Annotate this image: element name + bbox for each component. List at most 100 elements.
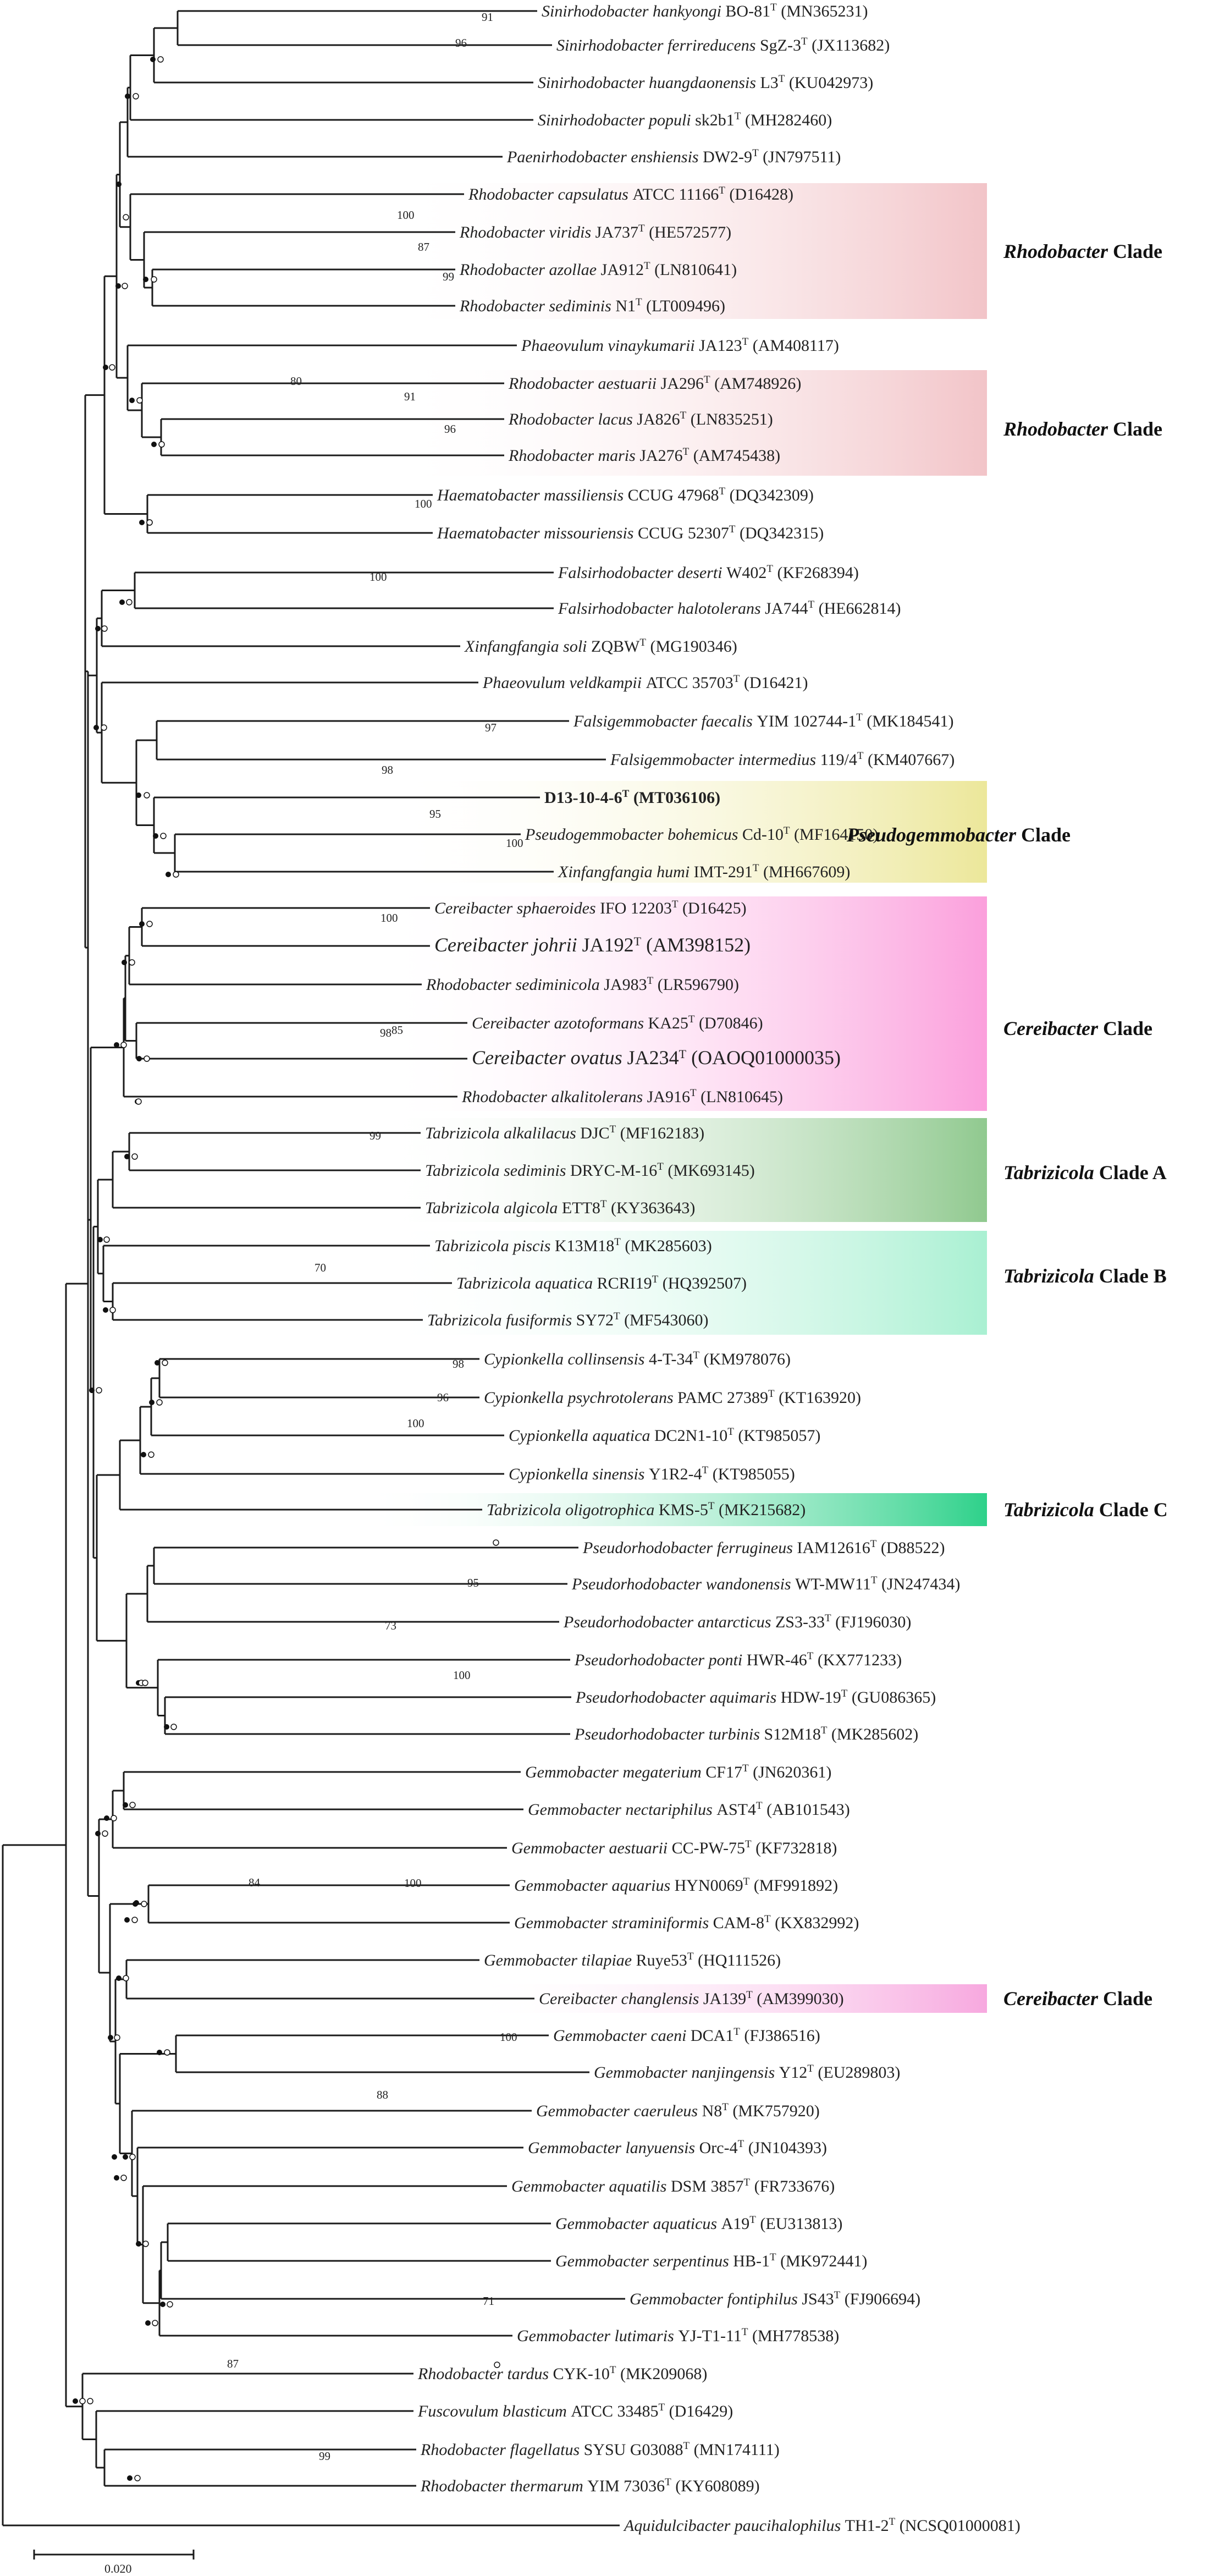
support-filled-circle-icon bbox=[124, 1154, 130, 1159]
support-open-circle-icon bbox=[87, 2398, 93, 2404]
taxon-label: Tabrizicola algicola ETT8T (KY363643) bbox=[425, 1198, 695, 1217]
clade-band-c4 bbox=[374, 896, 987, 1111]
bootstrap-value: 73 bbox=[385, 1619, 396, 1632]
taxon-label: Cereibacter johrii JA192T (AM398152) bbox=[434, 934, 751, 956]
bootstrap-value: 84 bbox=[249, 1876, 261, 1889]
support-filled-circle-icon bbox=[89, 1388, 95, 1393]
bootstrap-value: 100 bbox=[404, 1876, 422, 1890]
taxon-label: Rhodobacter aestuarii JA296T (AM748926) bbox=[508, 374, 801, 393]
support-filled-circle-icon bbox=[116, 181, 122, 187]
taxon-label: Sinirhodobacter hankyongi BO-81T (MN3652… bbox=[542, 2, 868, 20]
bootstrap-value: 100 bbox=[506, 836, 523, 850]
taxon-label: Rhodobacter sediminicola JA983T (LR59679… bbox=[426, 975, 739, 994]
taxon-label: Cereibacter ovatus JA234T (OAOQ01000035) bbox=[472, 1047, 841, 1069]
clade-label-c1: Rhodobacter Clade bbox=[1003, 240, 1162, 262]
bootstrap-value: 97 bbox=[485, 721, 497, 734]
support-open-circle-icon bbox=[129, 1802, 136, 1808]
taxon-label: Cereibacter changlensis JA139T (AM399030… bbox=[539, 1989, 844, 2008]
taxon-label: Tabrizicola aquatica RCRI19T (HQ392507) bbox=[456, 1274, 747, 1292]
support-open-circle-icon bbox=[131, 1153, 138, 1160]
support-filled-circle-icon bbox=[114, 2175, 119, 2181]
support-filled-circle-icon bbox=[164, 1724, 169, 1730]
bootstrap-value: 95 bbox=[429, 807, 441, 821]
support-open-circle-icon bbox=[156, 1399, 163, 1406]
clade-band-c2 bbox=[385, 370, 987, 476]
support-open-circle-icon bbox=[101, 625, 108, 632]
taxon-label: Rhodobacter tardus CYK-10T (MK209068) bbox=[417, 2364, 707, 2383]
support-filled-circle-icon bbox=[160, 2302, 166, 2307]
support-filled-circle-icon bbox=[123, 1802, 128, 1808]
support-open-circle-icon bbox=[114, 2034, 120, 2041]
support-filled-circle-icon bbox=[136, 792, 141, 798]
taxon-label: Cypionkella collinsensis 4-T-34T (KM9780… bbox=[484, 1350, 791, 1368]
taxon-label: Rhodobacter maris JA276T (AM745438) bbox=[508, 446, 780, 465]
clade-band-c6 bbox=[374, 1231, 987, 1335]
support-filled-circle-icon bbox=[108, 2035, 113, 2040]
bootstrap-value: 96 bbox=[437, 1391, 449, 1404]
taxon-label: Cereibacter sphaeroides IFO 12203T (D164… bbox=[434, 899, 747, 917]
clade-band-c8 bbox=[462, 1984, 987, 2013]
taxon-label: Gemmobacter megaterium CF17T (JN620361) bbox=[525, 1763, 831, 1781]
support-filled-circle-icon bbox=[124, 1917, 130, 1923]
bootstrap-value: 99 bbox=[319, 2450, 330, 2463]
taxon-label: Cypionkella psychrotolerans PAMC 27389T … bbox=[484, 1388, 861, 1407]
support-open-circle-icon bbox=[164, 2049, 170, 2056]
bootstrap-value: 100 bbox=[369, 570, 387, 584]
taxon-label: Xinfangfangia soli ZQBWT (MG190346) bbox=[464, 637, 737, 656]
support-open-circle-icon bbox=[134, 2475, 141, 2481]
support-filled-circle-icon bbox=[157, 2050, 162, 2055]
branches bbox=[2, 10, 625, 2527]
taxon-label: Gemmobacter straminiformis CAM-8T (KX832… bbox=[514, 1913, 859, 1932]
bootstrap-value: 91 bbox=[482, 10, 493, 24]
taxon-label: Rhodobacter lacus JA826T (LN835251) bbox=[508, 410, 773, 428]
support-filled-circle-icon bbox=[73, 2398, 78, 2404]
support-open-circle-icon bbox=[129, 2154, 136, 2160]
support-open-circle-icon bbox=[102, 1830, 108, 1837]
support-filled-circle-icon bbox=[97, 1237, 103, 1242]
bootstrap-value: 88 bbox=[377, 2088, 388, 2101]
taxon-label: Fuscovulum blasticum ATCC 33485T (D16429… bbox=[417, 2402, 733, 2420]
support-filled-circle-icon bbox=[112, 2154, 117, 2160]
taxon-label: Gemmobacter aquaticus A19T (EU313813) bbox=[555, 2214, 842, 2233]
bootstrap-value: 96 bbox=[444, 422, 456, 436]
support-filled-circle-icon bbox=[149, 1400, 155, 1405]
support-filled-circle-icon bbox=[95, 1831, 101, 1836]
node-symbols bbox=[73, 56, 500, 2481]
support-filled-circle-icon bbox=[127, 2475, 133, 2481]
bootstrap-value: 91 bbox=[404, 390, 416, 403]
support-open-circle-icon bbox=[101, 724, 107, 731]
taxon-label: Tabrizicola oligotrophica KMS-5T (MK2156… bbox=[487, 1500, 806, 1519]
taxon-label: Rhodobacter viridis JA737T (HE572577) bbox=[459, 223, 731, 241]
support-open-circle-icon bbox=[170, 1724, 177, 1730]
bootstrap-value: 100 bbox=[380, 911, 398, 924]
clade-band-c5 bbox=[374, 1118, 987, 1222]
support-filled-circle-icon bbox=[122, 960, 127, 965]
support-open-circle-icon bbox=[122, 283, 128, 289]
taxon-label: Gemmobacter lutimaris YJ-T1-11T (MH77853… bbox=[517, 2326, 839, 2345]
taxon-label: Paenirhodobacter enshiensis DW2-9T (JN79… bbox=[506, 147, 841, 166]
support-open-circle-icon bbox=[160, 833, 167, 839]
bootstrap-value: 85 bbox=[391, 1023, 403, 1037]
support-filled-circle-icon bbox=[103, 1307, 108, 1313]
taxon-label: Xinfangfangia humi IMT-291T (MH667609) bbox=[558, 862, 850, 881]
taxon-label: Pseudorhodobacter aquimaris HDW-19T (GU0… bbox=[575, 1688, 936, 1707]
taxon-label: Pseudorhodobacter ponti HWR-46T (KX77123… bbox=[574, 1650, 902, 1669]
support-open-circle-icon bbox=[79, 2398, 86, 2404]
clade-label-c7: Tabrizicola Clade C bbox=[1003, 1499, 1168, 1521]
support-filled-circle-icon bbox=[136, 1056, 142, 1061]
taxon-label: Gemmobacter aestuarii CC-PW-75T (KF73281… bbox=[511, 1839, 837, 1857]
scale-bar: 0.020 bbox=[33, 2550, 195, 2575]
clade-label-c8: Cereibacter Clade bbox=[1003, 1988, 1152, 2010]
support-open-circle-icon bbox=[123, 214, 129, 221]
support-open-circle-icon bbox=[144, 1055, 150, 1062]
support-open-circle-icon bbox=[142, 2241, 149, 2247]
clade-band-c1 bbox=[385, 183, 987, 319]
taxon-label: Falsigemmobacter intermedius 119/4T (KM4… bbox=[610, 750, 955, 769]
support-filled-circle-icon bbox=[166, 872, 171, 877]
support-filled-circle-icon bbox=[145, 2320, 151, 2326]
bootstrap-value: 70 bbox=[315, 1261, 326, 1274]
taxon-label: Phaeovulum vinaykumarii JA123T (AM408117… bbox=[521, 336, 839, 355]
bootstrap-value: 99 bbox=[443, 270, 454, 283]
taxon-label: Cereibacter azotoformans KA25T (D70846) bbox=[472, 1014, 763, 1032]
